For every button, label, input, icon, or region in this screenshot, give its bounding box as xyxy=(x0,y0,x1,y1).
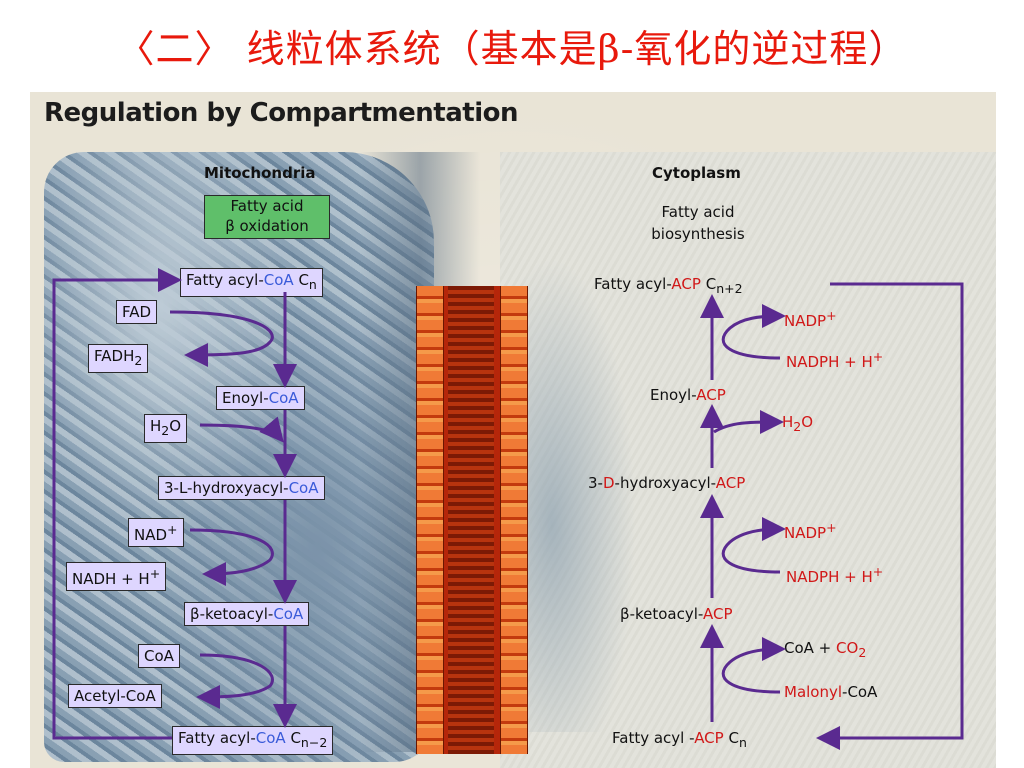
beta-oxidation-box: Fatty acid β oxidation xyxy=(204,195,330,239)
pathway-arrows xyxy=(52,268,964,750)
cyto-step-ketoacyl-acp: β-ketoacyl-ACP xyxy=(620,605,733,623)
compartmentation-figure: Regulation by Compartmentation Mitochond… xyxy=(30,92,996,768)
h2o-curve-mito xyxy=(199,416,284,443)
beta-oxidation-line2: β oxidation xyxy=(225,217,309,235)
mito-step-hydroxyacyl-coa: 3-L-hydroxyacyl-CoA xyxy=(158,476,325,500)
cyto-step-fatty-acyl-acp-cn2: Fatty acyl-ACP Cn+2 xyxy=(594,275,743,296)
fad-label: FAD xyxy=(116,300,158,324)
nadph-curve-lower xyxy=(721,517,786,574)
figure-title: Regulation by Compartmentation xyxy=(44,98,518,128)
mito-step-enoyl-coa: Enoyl-CoA xyxy=(216,386,305,410)
h2o-label-mito: H2O xyxy=(144,414,188,443)
membrane-bilayer xyxy=(416,286,528,754)
nadh-label: NADH + H+ xyxy=(66,562,167,591)
cyto-step-fatty-acyl-acp-cn: Fatty acyl -ACP Cn xyxy=(612,729,747,750)
mito-step-fatty-acyl-coa-cn: Fatty acyl-CoA Cn xyxy=(180,268,323,297)
biosynthesis-line1: Fatty acid xyxy=(661,203,735,221)
nad-label: NAD+ xyxy=(128,518,184,547)
nadph-label-upper: NADPH + H+ xyxy=(786,349,884,371)
slide-title-close: ） xyxy=(868,27,908,71)
mito-step-fatty-acyl-coa-cn-2: Fatty acyl-CoA Cn−2 xyxy=(172,726,334,755)
nadph-label-lower: NADPH + H+ xyxy=(786,564,884,586)
mitochondria-heading: Mitochondria xyxy=(204,164,316,182)
malonyl-coa-label: Malonyl-CoA xyxy=(784,683,878,701)
mito-step-ketoacyl-coa: β-ketoacyl-CoA xyxy=(184,602,310,626)
cyto-loop-arrow xyxy=(816,282,964,750)
coa-label-mito: CoA xyxy=(138,644,180,668)
cytoplasm-heading: Cytoplasm xyxy=(652,164,741,182)
fad-curve xyxy=(169,310,274,367)
coa-curve xyxy=(196,653,274,709)
acetyl-coa-label: Acetyl-CoA xyxy=(68,684,162,708)
beta-oxidation-line1: Fatty acid xyxy=(230,197,304,215)
mito-loop-arrow xyxy=(52,268,182,740)
nadph-curve-upper xyxy=(721,304,786,360)
h2o-label-cyto: H2O xyxy=(782,413,814,434)
fadh2-label: FADH2 xyxy=(88,344,149,373)
nadp-label-upper: NADP+ xyxy=(784,308,837,330)
cyto-step-enoyl-acp: Enoyl-ACP xyxy=(650,386,726,404)
slide-title: 〈二〉 线粒体系统（基本是β-氧化的逆过程） xyxy=(0,18,1024,73)
malonyl-curve xyxy=(721,637,786,694)
cytoplasm-texture xyxy=(510,212,650,732)
nadp-label-lower: NADP+ xyxy=(784,520,837,542)
slide-title-main: 〈二〉 线粒体系统（基本是β-氧化的逆过程 xyxy=(116,27,869,71)
cyto-step-hydroxyacyl-acp: 3-D-hydroxyacyl-ACP xyxy=(588,474,746,492)
nad-curve xyxy=(189,528,274,586)
biosynthesis-line2: biosynthesis xyxy=(651,225,745,243)
h2o-curve-cyto xyxy=(713,410,784,435)
coa-co2-label: CoA + CO2 xyxy=(784,639,867,660)
